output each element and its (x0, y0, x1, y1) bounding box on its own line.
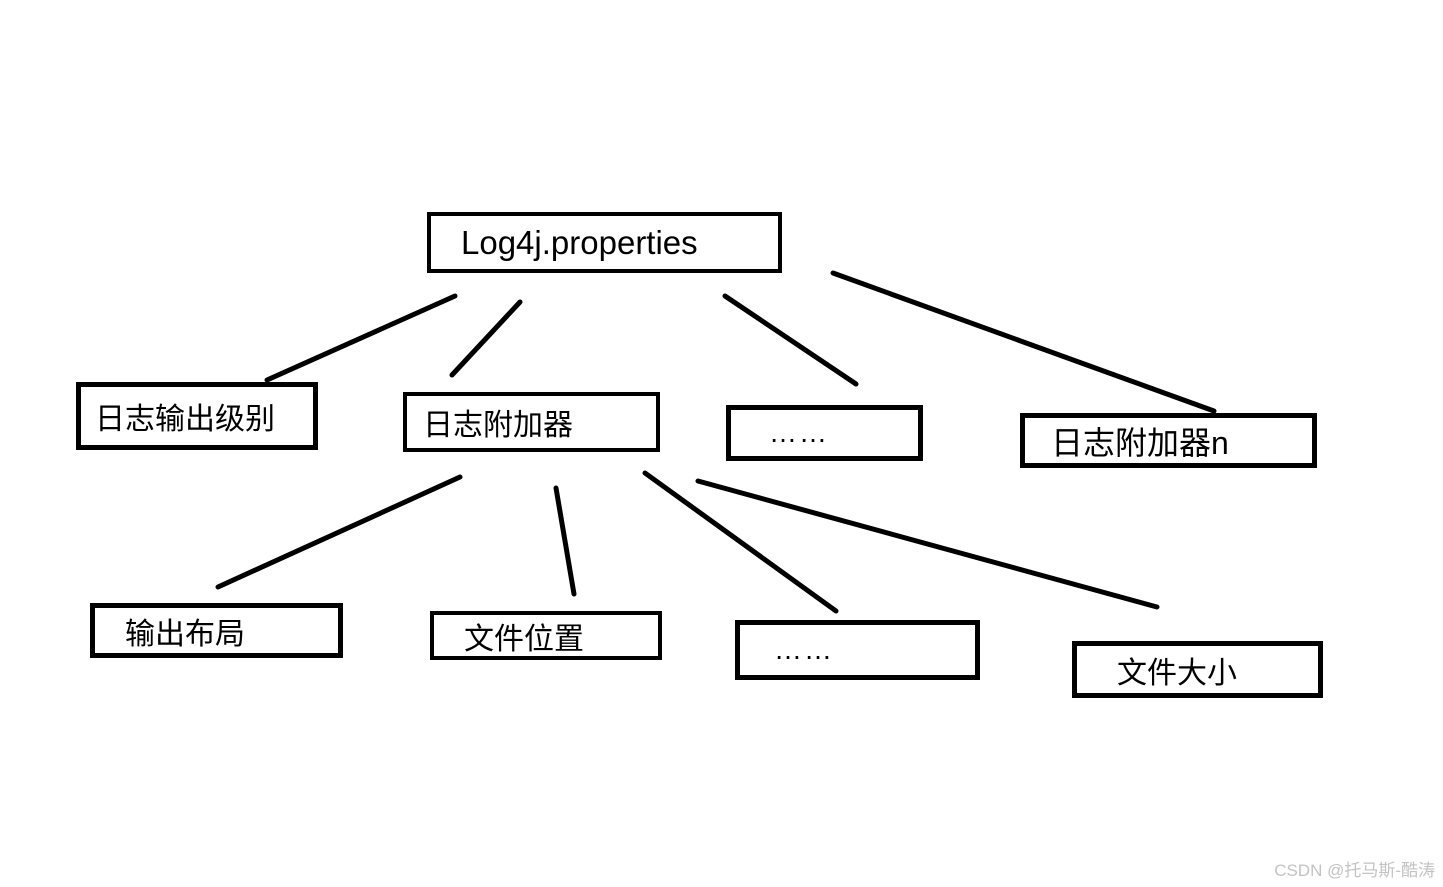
connector-root-to-ellipsis-row2 (722, 293, 859, 387)
node-log-appender-n: 日志附加器n (1020, 413, 1317, 468)
node-log-output-level: 日志输出级别 (76, 382, 318, 450)
node-log-appender: 日志附加器 (403, 392, 660, 452)
connector-appender-to-ellipsis-row3 (642, 470, 839, 614)
node-log-output-level-label: 日志输出级别 (95, 403, 275, 436)
node-ellipsis-row3-label: …… (774, 634, 834, 665)
node-file-size: 文件大小 (1072, 641, 1323, 698)
node-ellipsis-row2-label: …… (769, 417, 829, 448)
connector-appender-to-file-location (553, 485, 577, 597)
node-log4j-properties-label: Log4j.properties (461, 223, 698, 261)
node-file-location-label: 文件位置 (464, 622, 584, 656)
connector-root-to-log-appender (449, 299, 523, 378)
node-file-size-label: 文件大小 (1117, 656, 1237, 690)
node-log-appender-label: 日志附加器 (423, 409, 573, 442)
connector-root-to-log-appender-n (830, 270, 1217, 414)
node-log-appender-n-label: 日志附加器n (1051, 424, 1229, 461)
node-file-location: 文件位置 (430, 611, 662, 660)
node-log4j-properties: Log4j.properties (427, 212, 782, 273)
connector-appender-to-file-size (695, 478, 1160, 610)
node-ellipsis-row3: …… (735, 620, 980, 680)
connector-root-to-log-output-level (264, 293, 458, 383)
node-output-layout: 输出布局 (90, 603, 343, 658)
connector-appender-to-output-layout (215, 474, 463, 590)
csdn-watermark: CSDN @托马斯-酷涛 (1274, 861, 1435, 880)
node-ellipsis-row2: …… (726, 405, 923, 461)
node-output-layout-label: 输出布局 (125, 617, 245, 651)
